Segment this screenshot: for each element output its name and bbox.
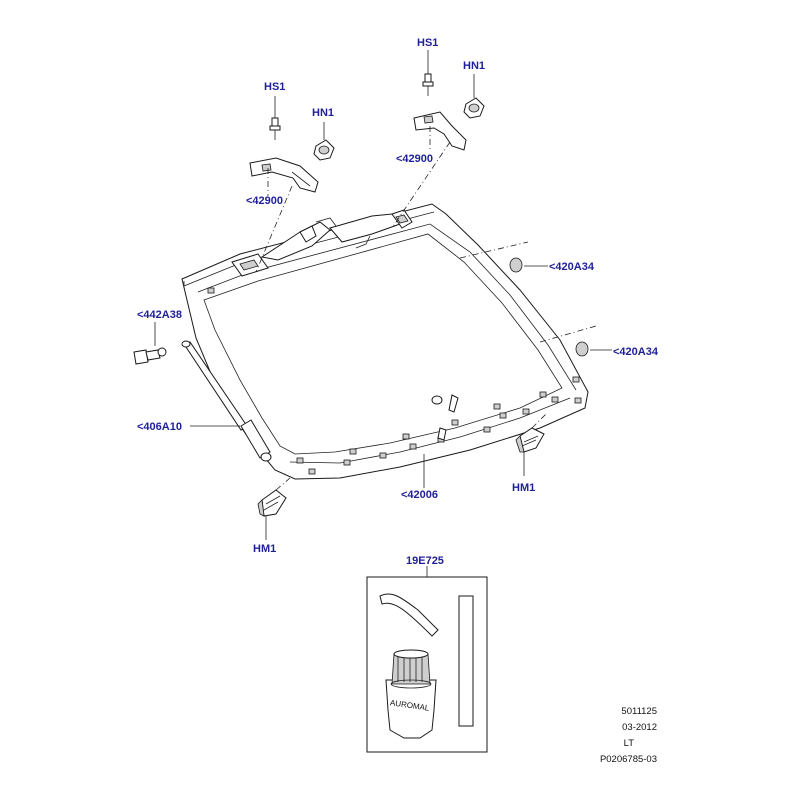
callout-hn1-right: HN1 (463, 60, 485, 72)
callout-hs1-left: HS1 (264, 81, 285, 93)
callout-strut: <406A10 (137, 421, 182, 433)
drawing-date: 03-2012 (622, 722, 657, 733)
bonding-kit (366, 566, 488, 753)
drawing-reference: P0206785-03 (599, 754, 657, 765)
callout-bracket-left: <42900 (246, 195, 283, 207)
callout-nut-lower: <420A34 (613, 346, 659, 358)
callout-kit: 19E725 (406, 555, 444, 567)
bolt-hs1-right (422, 50, 434, 96)
ball-stud (133, 322, 167, 365)
callout-bracket-right: <42900 (396, 153, 433, 165)
buffer-nut-upper (509, 257, 548, 273)
hinge-cover-right (515, 413, 547, 476)
callout-hn1-left: HN1 (312, 107, 334, 119)
hinge-cover-left (257, 477, 291, 540)
hinge-bracket-right (413, 111, 467, 151)
nut-hn1-right (463, 74, 485, 119)
hinge-bracket-left (249, 157, 319, 193)
gas-strut (181, 340, 272, 462)
callout-glass: <42006 (401, 489, 438, 501)
drawing-code: 5011125 (621, 706, 657, 717)
callout-nut-upper: <420A34 (549, 261, 595, 273)
glass-hinge-mounts (231, 209, 413, 277)
callout-hm1-left: HM1 (253, 543, 276, 555)
callout-hm1-right: HM1 (512, 482, 535, 494)
callout-stud: <442A38 (137, 309, 182, 321)
buffer-nut-lower (575, 341, 612, 357)
bolt-hs1-left (269, 96, 281, 140)
callout-hs1-right: HS1 (417, 37, 438, 49)
nut-hn1-left (313, 122, 335, 161)
drawing-region: LT (623, 738, 634, 749)
